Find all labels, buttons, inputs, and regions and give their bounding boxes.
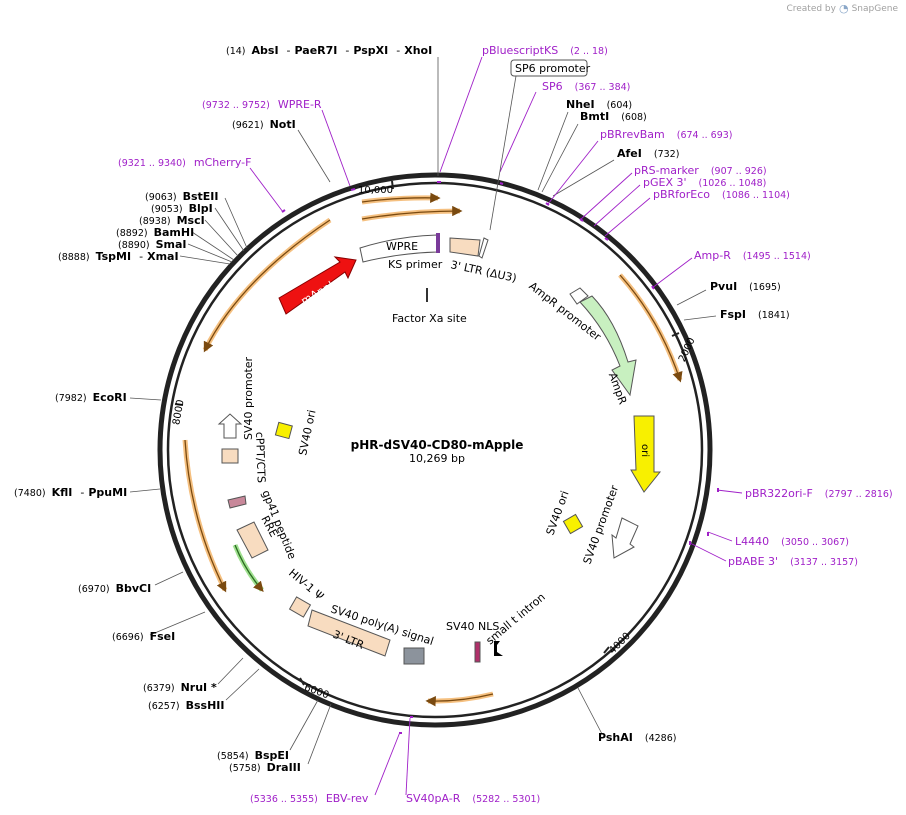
site-bmti: BmtI(608) (580, 110, 647, 123)
site-nrui: (6379)NruI * (143, 681, 217, 694)
primer-sv40pa-r: SV40pA-R(5282 .. 5301) (406, 792, 540, 805)
site-leader-lines (129, 57, 717, 765)
primer-l4440: L4440(3050 .. 3067) (735, 535, 849, 548)
site-bamhi: (8892)BamHI (116, 226, 194, 239)
plasmid-name: pHR-dSV40-CD80-mApple (351, 438, 524, 452)
site-nhei: NheI(604) (566, 98, 632, 111)
primer-amp-r: Amp-R(1495 .. 1514) (694, 249, 811, 262)
sv40-ori-right-feature (562, 513, 584, 535)
factor-xa-label: Factor Xa site (392, 312, 467, 325)
primer-leader-lines (249, 56, 743, 796)
purple-site-marker (436, 233, 440, 253)
ltr-du3-label: 3' LTR (ΔU3) (449, 258, 517, 285)
tick-label-8000: 8000 (171, 399, 186, 426)
site-ecori: (7982)EcoRI (55, 391, 127, 404)
snapgene-logo-icon: ◔ (838, 2, 849, 15)
ltr-du3-feature (449, 237, 481, 257)
site-pshai: PshAI(4286) (598, 731, 676, 744)
snapgene-credit: Created by ◔ SnapGene (786, 2, 898, 15)
site-labels: (14)AbsI-PaeR7I-PspXI-XhoI (9621)NotI (9… (14, 44, 790, 774)
cppt-feature (221, 448, 239, 464)
site-pvui: PvuI(1695) (710, 280, 781, 293)
site-noti: (9621)NotI (232, 118, 296, 131)
green-orf-core (234, 544, 264, 592)
primer-wpre-r: (9732 .. 9752)WPRE-R (202, 98, 322, 111)
cppt-label: cPPT/CTS (253, 432, 268, 484)
site-bspei: (5854)BspEI (217, 749, 289, 762)
rre-feature (236, 521, 269, 559)
small-ltr-fragment (478, 237, 489, 259)
site-bsshii: (6257)BssHII (148, 699, 224, 712)
site-bbvci: (6970)BbvCI (78, 582, 151, 595)
primer-pbrrevbam: pBRrevBam(674 .. 693) (600, 128, 733, 141)
sp6-promoter-box (510, 59, 588, 77)
ltr3-feature (307, 609, 391, 657)
sv40-nls-label: SV40 NLS (446, 620, 499, 633)
sv40-ori-left-feature (274, 421, 293, 440)
sv40-polya-feature (403, 647, 425, 665)
primer-pbluescriptks: pBluescriptKS(2 .. 18) (482, 44, 608, 57)
ori-label: ori (639, 444, 650, 457)
sv40-promoter-left-label: SV40 promoter (242, 356, 255, 440)
primer-markers (281, 181, 719, 734)
backbone-inner (166, 181, 704, 719)
hiv1-psi-label: HIV-1 Ψ (286, 566, 326, 603)
site-fsei: (6696)FseI (112, 630, 175, 643)
primer-ebv-rev: (5336 .. 5355)EBV-rev (250, 792, 369, 805)
plasmid-length: 10,269 bp (409, 452, 465, 465)
sv40-ori-left-label: SV40 ori (296, 409, 318, 457)
primer-prs-marker: pRS-marker(907 .. 926) (634, 164, 767, 177)
primer-pgex3: pGEX 3'(1026 .. 1048) (643, 176, 766, 189)
site-afei: AfeI(732) (617, 147, 679, 160)
gp41-feature (227, 495, 247, 509)
backbone-outer (157, 172, 713, 728)
primer-sp6: SP6(367 .. 384) (542, 80, 630, 93)
small-t-intron-feature (494, 641, 503, 656)
primer-pbr322ori-f: pBR322ori-F(2797 .. 2816) (745, 487, 893, 500)
sv40-promoter-left-feature (217, 413, 243, 439)
sp6-promoter-label: SP6 promoter (515, 62, 591, 75)
site-smai: (8890)SmaI (118, 238, 187, 251)
orf-arrow-cores (184, 192, 683, 707)
primer-pbabe3: pBABE 3'(3137 .. 3157) (728, 555, 858, 568)
site-absi: (14)AbsI-PaeR7I-PspXI-XhoI (226, 44, 432, 57)
ks-primer-label: KS primer (388, 258, 443, 271)
sv40-nls-feature (474, 641, 481, 663)
site-tspmi: (8888)TspMI-XmaI (58, 250, 179, 263)
small-t-intron-label: small t intron (484, 590, 548, 647)
ampr-feature (579, 295, 637, 397)
hiv1-psi-feature (288, 596, 312, 618)
created-by-label: Created by (786, 3, 836, 14)
primer-pbrforeco: pBRforEco(1086 .. 1104) (653, 188, 790, 201)
primer-labels: pBluescriptKS(2 .. 18) (9732 .. 9752)WPR… (118, 44, 893, 805)
sp6-promoter-leader (489, 75, 517, 231)
site-fspi: FspI(1841) (720, 308, 790, 321)
ori-feature (630, 415, 662, 493)
sv40-ori-right-label: SV40 ori (544, 489, 572, 537)
app-name-label: SnapGene (851, 3, 898, 14)
mapple-feature (278, 256, 357, 315)
ruler-ticks (174, 180, 680, 686)
tick-label-10000: 10,000 (358, 185, 393, 196)
ampr-promoter-feature (569, 287, 589, 305)
site-draiii: (5758)DraIII (229, 761, 301, 774)
site-blpi: (9053)BlpI (151, 202, 213, 215)
site-bsteii: (9063)BstEII (145, 190, 218, 203)
sv40-promoter-right-feature (611, 517, 639, 559)
wpre-label: WPRE (386, 240, 418, 253)
site-msci: (8938)MscI (139, 214, 205, 227)
primer-mcherry-f: (9321 .. 9340)mCherry-F (118, 156, 251, 169)
site-kfli: (7480)KflI-PpuMI (14, 486, 127, 499)
